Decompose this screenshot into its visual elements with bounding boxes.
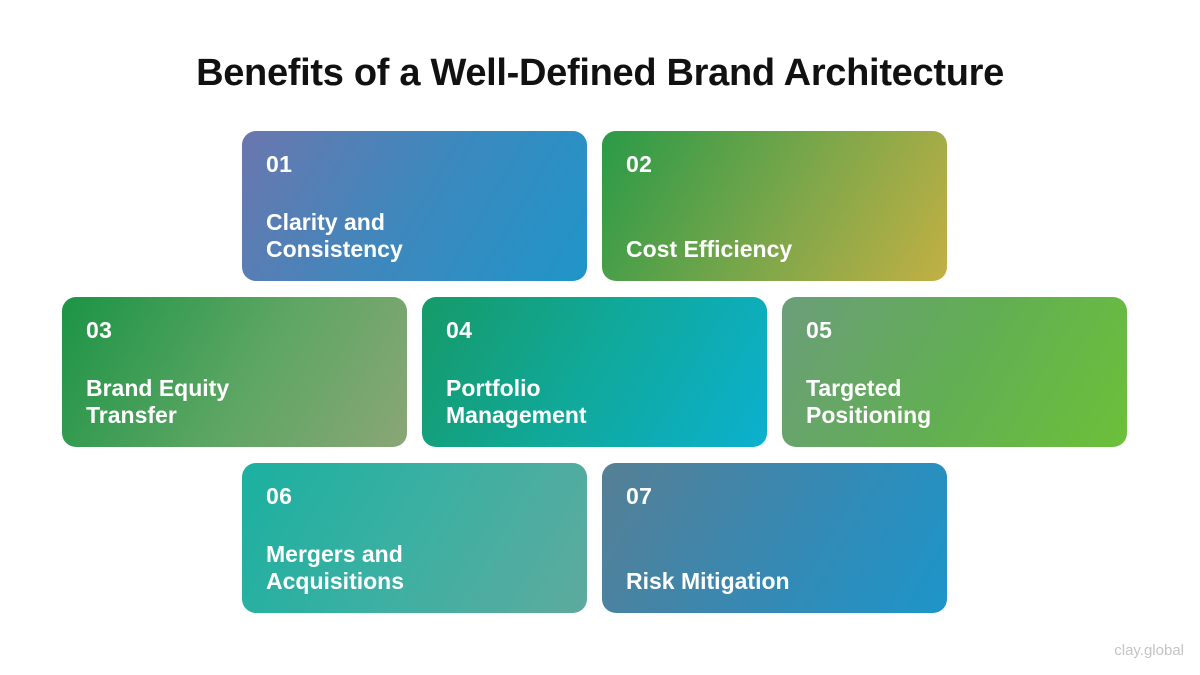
card-number: 05 bbox=[806, 317, 833, 343]
card-label: Mergers and Acquisitions bbox=[266, 541, 405, 594]
card-label: Brand Equity Transfer bbox=[86, 375, 230, 428]
card-label: Clarity and Consistency bbox=[266, 209, 403, 262]
benefit-card-02: 02 Cost Efficiency bbox=[602, 131, 947, 281]
card-label: Cost Efficiency bbox=[626, 236, 793, 262]
card-number: 02 bbox=[626, 151, 653, 177]
card-label: Portfolio Management bbox=[446, 375, 587, 428]
card-number: 01 bbox=[266, 151, 293, 177]
page-title: Benefits of a Well-Defined Brand Archite… bbox=[196, 52, 1004, 94]
card-number: 03 bbox=[86, 317, 113, 343]
card-label: Targeted Positioning bbox=[806, 375, 932, 428]
benefit-card-05: 05 Targeted Positioning bbox=[782, 297, 1127, 447]
card-number: 07 bbox=[626, 483, 653, 509]
benefit-card-03: 03 Brand Equity Transfer bbox=[62, 297, 407, 447]
card-label: Risk Mitigation bbox=[626, 568, 790, 594]
benefit-card-01: 01 Clarity and Consistency bbox=[242, 131, 587, 281]
card-number: 04 bbox=[446, 317, 473, 343]
benefit-card-06: 06 Mergers and Acquisitions bbox=[242, 463, 587, 613]
benefit-card-04: 04 Portfolio Management bbox=[422, 297, 767, 447]
benefit-card-07: 07 Risk Mitigation bbox=[602, 463, 947, 613]
card-number: 06 bbox=[266, 483, 293, 509]
brand-watermark: clay.global bbox=[1114, 642, 1184, 659]
